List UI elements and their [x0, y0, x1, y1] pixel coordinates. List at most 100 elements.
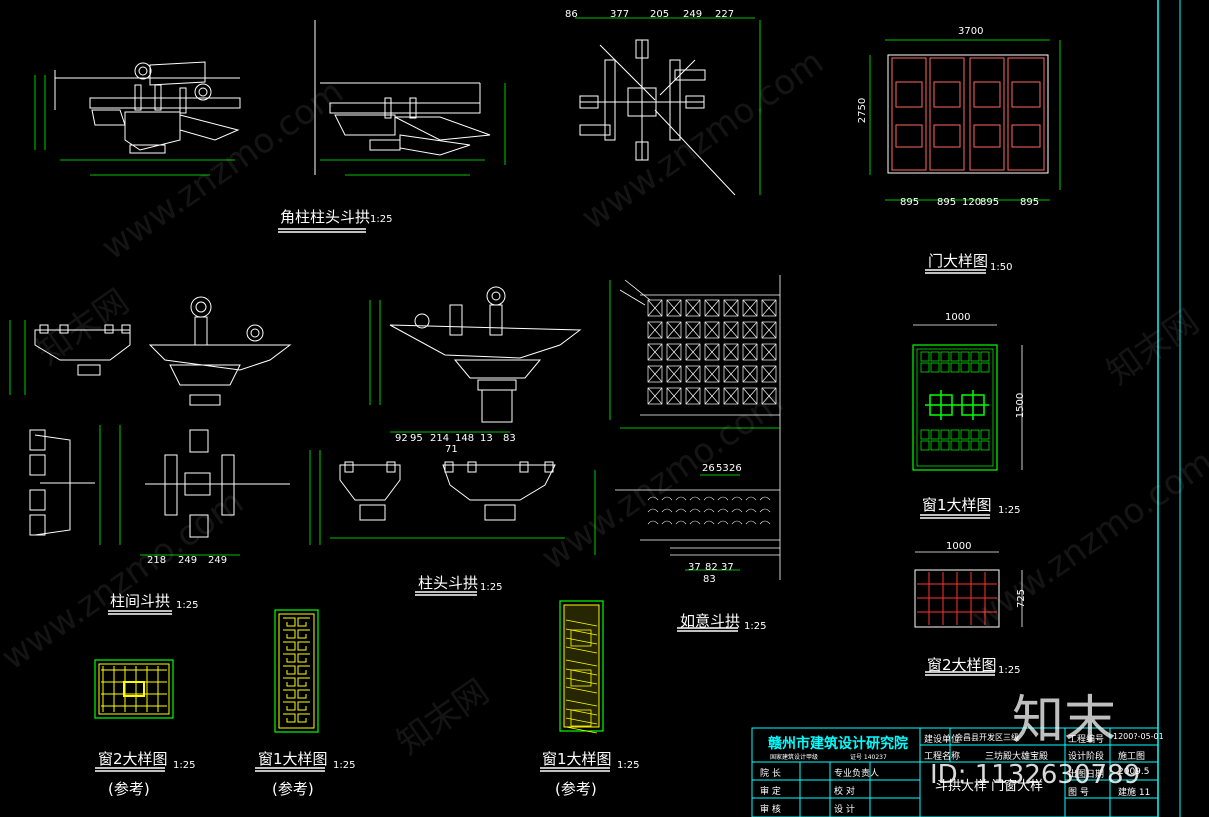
- window1-height-dim: 1500: [1015, 392, 1027, 419]
- lattice-cell: [761, 387, 777, 405]
- ruyi-arc: [703, 520, 715, 525]
- window2-detail-scale: 1:25: [998, 665, 1021, 676]
- ruyi-arc: [717, 496, 729, 501]
- ref1a-motif: [283, 677, 310, 687]
- lattice-cell: [742, 387, 758, 405]
- ruyi-bottom-dim-4: 83: [703, 574, 716, 585]
- bay-bracket-title: 柱间斗拱: [110, 592, 171, 610]
- column-bottom-dim-2: 95: [410, 433, 423, 444]
- lattice-cell: [666, 299, 682, 317]
- ref1b-bar: [565, 628, 598, 636]
- lattice-diagonal: [666, 321, 682, 339]
- window2-ref-scale: 1:25: [173, 760, 196, 771]
- column-bracket-scale: 1:25: [480, 582, 503, 593]
- role-3b: 设 计: [834, 805, 855, 815]
- ruyi-arc: [745, 508, 757, 513]
- door-width-dim: 3700: [958, 26, 984, 37]
- window1-detail-scale: 1:25: [998, 505, 1021, 516]
- title-block-frame: [751, 727, 1159, 817]
- window1-pane: [960, 429, 970, 440]
- date-label: 出图日期: [1068, 770, 1105, 780]
- lattice-cell: [723, 321, 739, 339]
- bay-bracket-scale: 1:25: [176, 600, 199, 611]
- lattice-diagonal: [704, 343, 720, 361]
- role-2: 审 定: [760, 787, 781, 797]
- drawing-no-label: 图 号: [1068, 788, 1089, 798]
- plan-bracket-top: [579, 39, 736, 196]
- lattice-diagonal: [704, 299, 720, 317]
- corner-bracket-title: 角柱柱头斗拱: [280, 208, 371, 226]
- lattice-cell: [647, 299, 663, 317]
- window1-ref-a-scale: 1:25: [333, 760, 356, 771]
- ruyi-arc: [647, 496, 659, 501]
- lattice-cell: [723, 343, 739, 361]
- window1-pane: [970, 429, 980, 440]
- ref1a-motif: [283, 689, 310, 699]
- lattice-diagonal: [685, 321, 701, 339]
- window1-pane: [920, 429, 930, 440]
- window1-ref-a-title: 窗1大样图: [258, 750, 328, 768]
- lattice-cell: [666, 343, 682, 361]
- institute-qualification: 国家建筑设计甲级: [770, 754, 819, 761]
- role-3: 审 核: [760, 805, 781, 815]
- door-bottom-dim-4: 895: [980, 197, 1000, 208]
- ref1b-panel: [570, 629, 592, 647]
- ruyi-pattern: [647, 496, 771, 525]
- ref1b-bar: [565, 686, 598, 694]
- lattice-dims: [609, 280, 780, 429]
- ruyi-arc: [717, 508, 729, 513]
- window1-pane: [930, 362, 940, 373]
- ruyi-arc: [661, 508, 673, 513]
- ruyi-bracket-title: 如意斗拱: [680, 612, 741, 630]
- lattice-diagonal: [723, 299, 739, 317]
- window1-pane: [940, 440, 950, 451]
- lattice-diagonal: [647, 299, 663, 317]
- ref1a-motif: [283, 617, 310, 627]
- ruyi-top-dim-2: 53: [716, 463, 729, 474]
- window1-pane: [960, 440, 970, 451]
- build-unit: 会昌县开发区三级: [955, 733, 1019, 742]
- lattice-pattern: [647, 299, 777, 405]
- window1-pane: [940, 351, 950, 362]
- window1-pane: [970, 440, 980, 451]
- lattice-cell: [685, 343, 701, 361]
- column-bottom-dim-b: 71: [445, 444, 458, 455]
- corner-bracket-elevation-a: [54, 61, 241, 154]
- ruyi-arc: [731, 496, 743, 501]
- window1-pane: [980, 362, 990, 373]
- column-bottom-dim-6: 83: [503, 433, 516, 444]
- lattice-diagonal: [723, 387, 739, 405]
- plan-top-dim-5: 227: [715, 9, 735, 20]
- ruyi-arc: [661, 520, 673, 525]
- window1-pane: [940, 362, 950, 373]
- ruyi-top-dim-3: 26: [729, 463, 742, 474]
- window1-width-dim: 1000: [945, 312, 971, 323]
- lattice-cell: [761, 365, 777, 383]
- window1-pane: [950, 429, 960, 440]
- window1-pane: [930, 440, 940, 451]
- door-detail-title: 门大样图: [928, 252, 989, 270]
- ruyi-bottom-dim-1: 37: [688, 562, 701, 573]
- role-1b: 专业负责人: [834, 769, 880, 779]
- window2-detail-title: 窗2大样图: [927, 656, 997, 674]
- ruyi-arc: [745, 496, 757, 501]
- institute-cert: 证号 140237: [850, 754, 887, 761]
- ref1a-motif: [283, 641, 310, 651]
- window2-dims: [915, 551, 1023, 627]
- project-label: 工程名称: [924, 752, 961, 762]
- lattice-diagonal: [666, 299, 682, 317]
- plan-top-dim-1: 86: [565, 9, 578, 20]
- plan-top-dim-3: 205: [650, 9, 670, 20]
- window2-ref-title: 窗2大样图: [98, 750, 168, 768]
- column-bottom-dim-5: 13: [480, 433, 493, 444]
- door-bottom-dim-5: 895: [1020, 197, 1040, 208]
- role-1: 院 长: [760, 769, 781, 779]
- lattice-cell: [704, 387, 720, 405]
- ref1b-bar: [565, 668, 598, 676]
- lattice-diagonal: [647, 387, 663, 405]
- lattice-cell: [723, 299, 739, 317]
- ruyi-arc: [759, 496, 771, 501]
- ruyi-arc: [689, 520, 701, 525]
- window2-elevation: [914, 569, 1000, 628]
- lattice-diagonal: [647, 343, 663, 361]
